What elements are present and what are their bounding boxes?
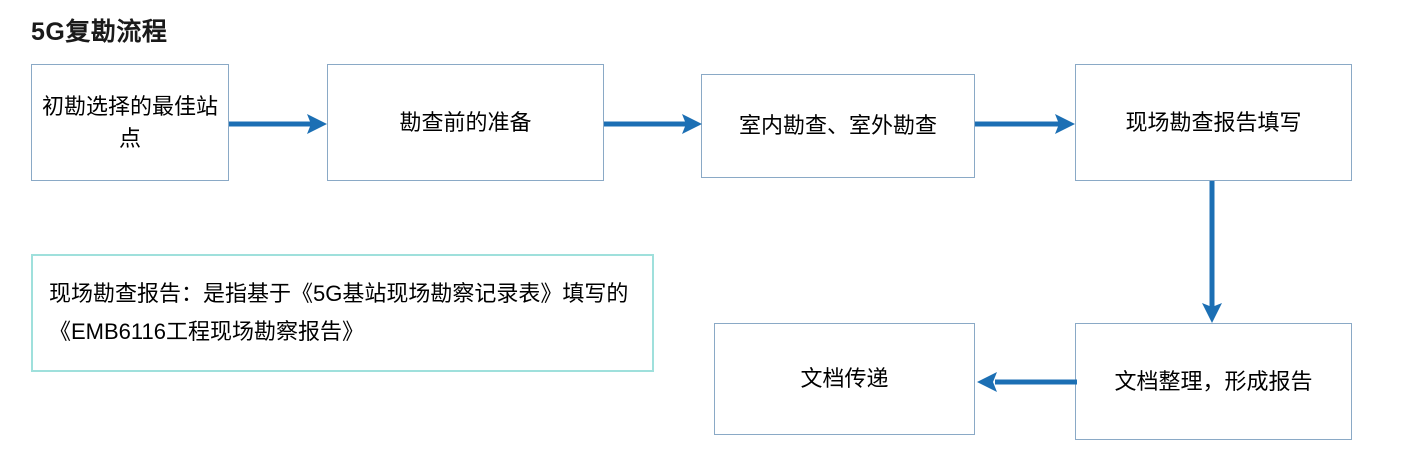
flow-node-document-delivery[interactable]: 文档传递 (714, 323, 975, 435)
flow-node-label: 现场勘查报告填写 (1125, 109, 1302, 135)
connector-arrow-right-n2-n3 (604, 108, 704, 140)
flow-node-label: 初勘选择的最佳站点 (42, 93, 219, 151)
flow-node-label: 文档传递 (800, 366, 889, 392)
flow-node-indoor-outdoor-survey[interactable]: 室内勘查、室外勘查 (701, 74, 975, 178)
flow-node-initial-site-selection[interactable]: 初勘选择的最佳站点 (31, 64, 229, 181)
flow-node-site-survey-report-filling[interactable]: 现场勘查报告填写 (1075, 64, 1352, 181)
note-text: 现场勘查报告：是指基于《5G基站现场勘察记录表》填写的《EMB6116工程现场勘… (49, 280, 629, 345)
connector-arrow-down-n4-n6 (1196, 181, 1228, 325)
connector-arrow-left-n6-n5 (973, 366, 1077, 398)
connector-arrow-right-n3-n4 (975, 108, 1077, 140)
page-title: 5G复勘流程 (31, 18, 168, 46)
flow-node-label: 文档整理，形成报告 (1114, 368, 1313, 394)
flow-node-label: 勘查前的准备 (399, 109, 532, 135)
flow-node-survey-preparation[interactable]: 勘查前的准备 (327, 64, 604, 181)
note-callout-site-survey-report: 现场勘查报告：是指基于《5G基站现场勘察记录表》填写的《EMB6116工程现场勘… (31, 254, 654, 372)
flow-node-label: 室内勘查、室外勘查 (738, 113, 937, 139)
flow-node-document-compilation-report[interactable]: 文档整理，形成报告 (1075, 323, 1352, 440)
connector-arrow-right-n1-n2 (229, 108, 329, 140)
